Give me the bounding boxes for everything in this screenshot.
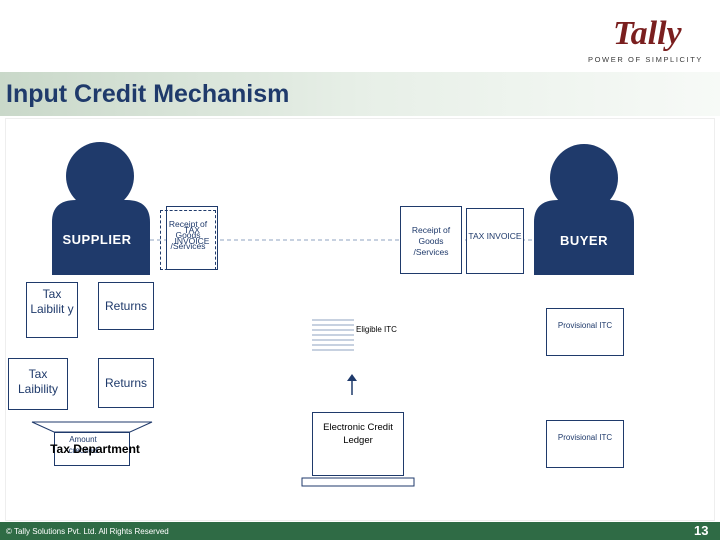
tally-logo: Tally (585, 8, 715, 68)
returns-box-2: Returns (98, 358, 154, 408)
returns-text-1: Returns (104, 299, 148, 313)
brand-tagline: POWER OF SIMPLICITY (588, 55, 703, 64)
provisional-itc-box-2: Provisional ITC (546, 420, 624, 468)
tax-invoice-doc-back-text: TAX INVOICE (174, 225, 210, 246)
receipt-doc-right: Receipt of Goods /Services (400, 206, 462, 274)
tax-department-building: Amount credited (54, 432, 130, 466)
page-number: 13 (694, 523, 709, 538)
ledger-base (301, 477, 415, 487)
supplier-figure (52, 142, 150, 275)
receipt-doc-right-text: Receipt of Goods /Services (411, 225, 451, 257)
tax-invoice-doc-right-text: TAX INVOICE (468, 231, 522, 241)
receipt-doc-front: Receipt of Goods /Services (160, 210, 216, 270)
provisional-itc-box-1: Provisional ITC (546, 308, 624, 356)
returns-text-2: Returns (104, 376, 148, 390)
tax-department-label: Tax Department (50, 442, 140, 456)
tax-invoice-doc-right: TAX INVOICE (466, 208, 524, 274)
tax-liability-box-1: Tax Laibilit y (26, 282, 78, 338)
buyer-figure (534, 144, 634, 275)
eligible-itc-lines (312, 319, 354, 351)
tally-logo-text: Tally (613, 15, 683, 52)
amount-credited-text: Amount credited (68, 435, 98, 455)
tax-liability-box-2: Tax Laibility (8, 358, 68, 410)
title-bar (0, 72, 720, 116)
tax-liability-text-2: Tax Laibility (17, 367, 59, 396)
footer-bar (0, 522, 720, 540)
provisional-itc-text-1: Provisional ITC (557, 321, 613, 330)
buyer-label: BUYER (559, 233, 608, 248)
footer-copyright: © Tally Solutions Pvt. Ltd. All Rights R… (6, 527, 169, 536)
supplier-label: SUPPLIER (62, 232, 132, 247)
tax-invoice-doc-back: TAX INVOICE (166, 206, 218, 270)
tax-liability-text-1: Tax Laibilit y (30, 287, 74, 316)
eligible-itc-text: Eligible ITC (356, 325, 397, 334)
tax-department-roof (31, 421, 153, 433)
receipt-doc-front-text: Receipt of Goods /Services (168, 219, 208, 251)
returns-box-1: Returns (98, 282, 154, 330)
page-title: Input Credit Mechanism (6, 80, 290, 108)
ledger-arrow-head (347, 374, 357, 381)
electronic-credit-ledger-box: Electronic Credit Ledger (312, 412, 404, 476)
provisional-itc-text-2: Provisional ITC (557, 433, 613, 442)
electronic-credit-ledger-text: Electronic Credit Ledger (323, 422, 393, 446)
